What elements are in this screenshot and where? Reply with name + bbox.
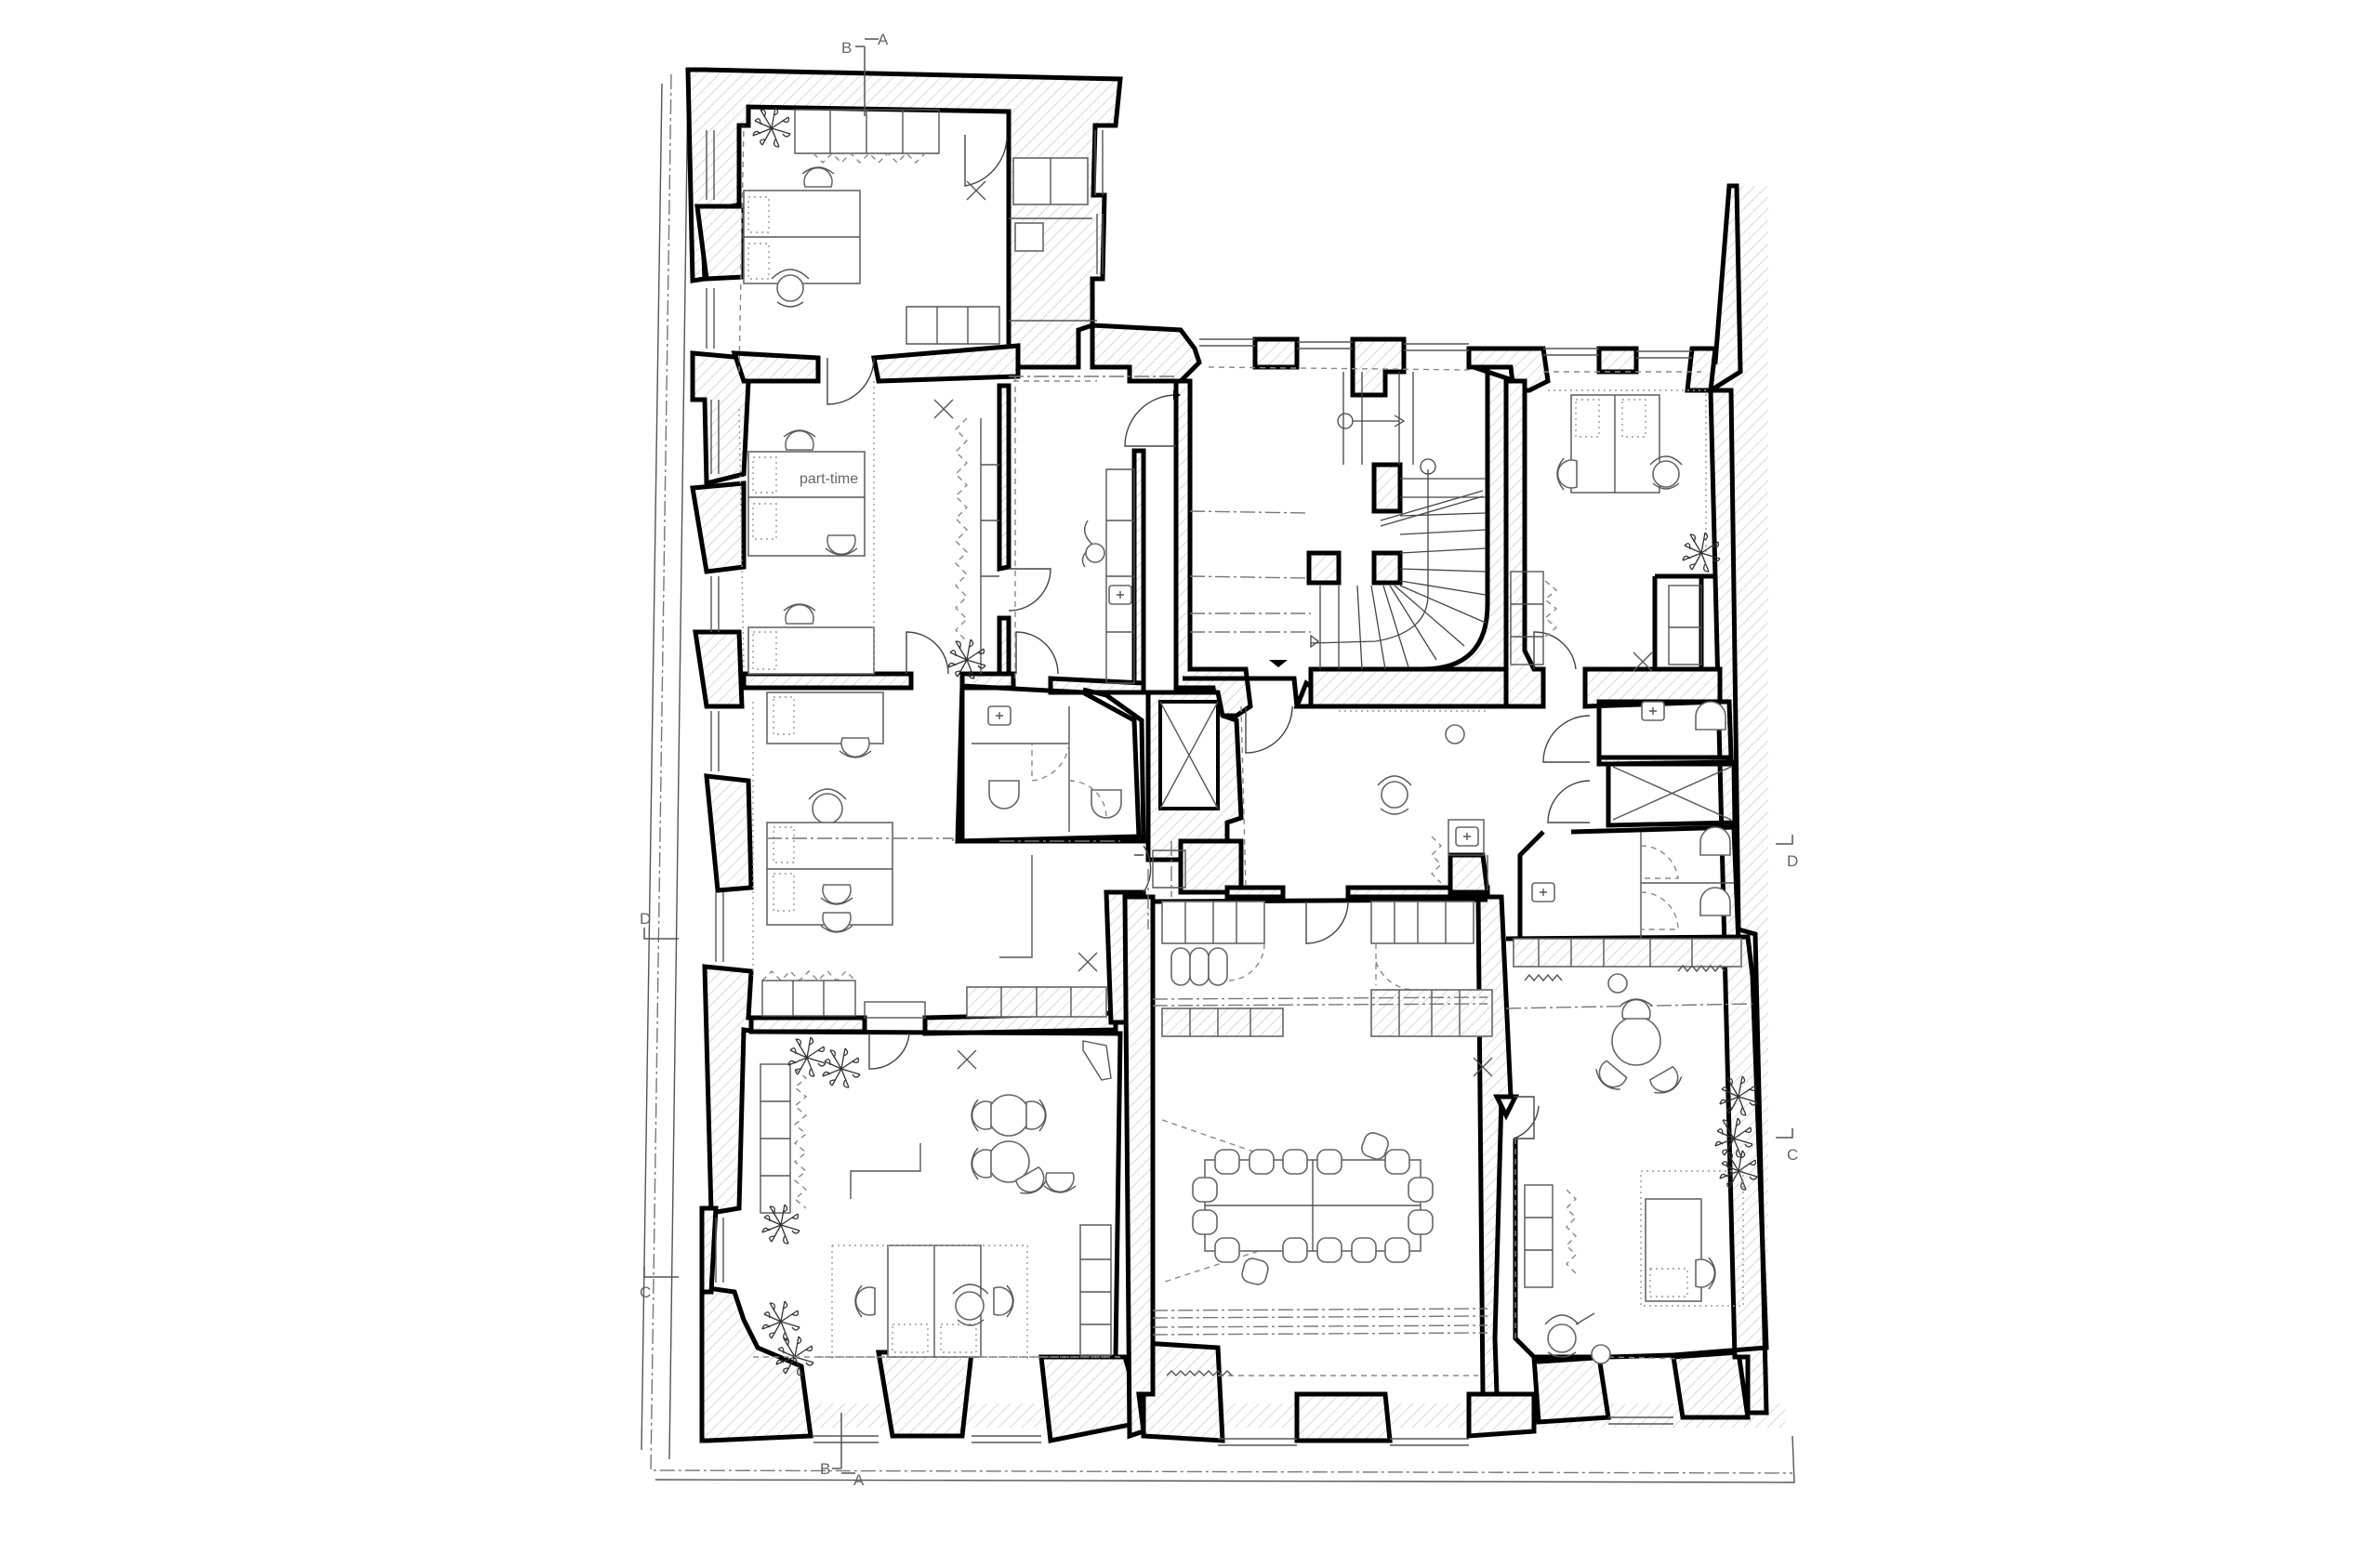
section-b-top: B: [841, 39, 852, 57]
section-marker-right-c: C: [1776, 1128, 1798, 1164]
section-c-left: C: [640, 1284, 651, 1301]
office-north: [738, 107, 1097, 373]
hall-dashed-lines: [1009, 375, 1311, 633]
section-b-bottom: B: [820, 1460, 830, 1478]
section-marker-left-d: D: [640, 910, 679, 940]
section-d-left: D: [640, 910, 651, 928]
conference-room: [1152, 901, 1493, 1376]
section-c-right: C: [1787, 1146, 1798, 1164]
section-a-bottom: A: [853, 1471, 865, 1489]
section-marker-bottom: B A: [820, 1413, 865, 1489]
wc-east: [1531, 701, 1734, 939]
section-marker-right-d: D: [1776, 835, 1798, 870]
staircase: [1173, 372, 1487, 670]
doors: [826, 135, 1591, 1139]
site-boundary: [641, 73, 1795, 1483]
office-southeast: [1505, 938, 1758, 1364]
section-marker-top: B A: [841, 31, 889, 116]
exterior-walls: [685, 67, 1769, 1443]
kitchen: [1013, 376, 1135, 684]
wc-west: [972, 705, 1122, 832]
office-part-time: part-time: [738, 381, 999, 679]
section-marker-left-c: C: [640, 1266, 679, 1301]
section-a-top: A: [878, 31, 889, 48]
office-southwest: [753, 1036, 1112, 1376]
office-west: [752, 691, 1172, 1019]
hall: [1240, 705, 1488, 890]
part-time-label: part-time: [800, 471, 858, 487]
section-d-right: D: [1787, 852, 1798, 870]
office-northeast: [1510, 389, 1721, 672]
